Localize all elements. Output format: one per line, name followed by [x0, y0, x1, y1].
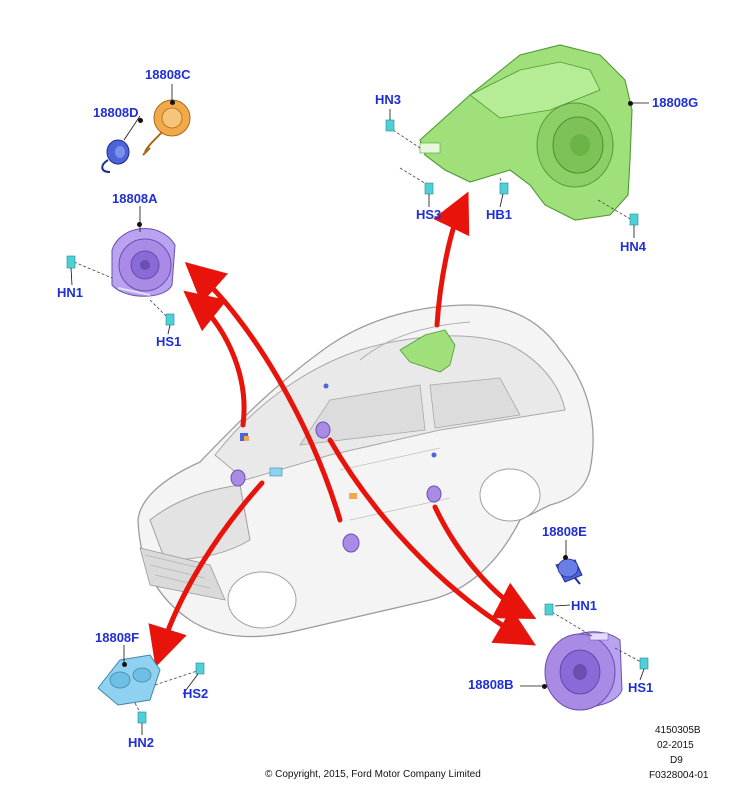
callout-hs3: HS3	[416, 207, 442, 222]
anchor-dot	[122, 662, 127, 667]
illustration-reference: F0328004-01	[649, 770, 709, 781]
speaker-18808C-part	[142, 99, 191, 156]
anchor-dot	[542, 684, 547, 689]
red-arrows	[148, 191, 537, 668]
callout-18808D: 18808D	[93, 105, 139, 120]
callout-18808B: 18808B	[468, 677, 514, 692]
anchor-dot	[170, 100, 175, 105]
callout-hn2: HN2	[128, 735, 155, 750]
speaker-18808F-part	[97, 654, 205, 724]
anchor-dot	[137, 222, 142, 227]
callout-hb1: HB1	[486, 207, 513, 222]
callout-hn1-left: HN1	[57, 285, 84, 300]
speaker-18808B-part	[544, 603, 649, 711]
callout-18808G: 18808G	[652, 95, 699, 110]
anchor-dot	[563, 555, 568, 560]
speaker-18808D-part	[101, 139, 130, 173]
vehicle-body	[137, 304, 594, 638]
callout-hs2: HS2	[183, 686, 209, 701]
callout-18808F: 18808F	[95, 630, 140, 645]
illustration-date: 02-2015	[657, 740, 694, 751]
speaker-18808A-part	[66, 228, 176, 326]
anchor-dot	[138, 118, 143, 123]
callout-hn4: HN4	[620, 239, 647, 254]
subwoofer-18808G-part	[385, 44, 639, 226]
callout-hs1-left: HS1	[156, 334, 182, 349]
callout-18808C: 18808C	[145, 67, 191, 82]
callout-hn3: HN3	[375, 92, 402, 107]
callout-hn1-right: HN1	[571, 598, 598, 613]
callout-hs1-right: HS1	[628, 680, 654, 695]
anchor-dot	[628, 101, 633, 106]
copyright-notice: © Copyright, 2015, Ford Motor Company Li…	[265, 769, 481, 780]
callout-18808A: 18808A	[112, 191, 158, 206]
illustration-code: 4150305B	[655, 725, 701, 736]
speaker-18808E-part	[555, 558, 583, 585]
callout-18808E: 18808E	[542, 524, 587, 539]
illustration-revision: D9	[670, 755, 683, 766]
vehicle-speaker-markers	[230, 329, 456, 553]
